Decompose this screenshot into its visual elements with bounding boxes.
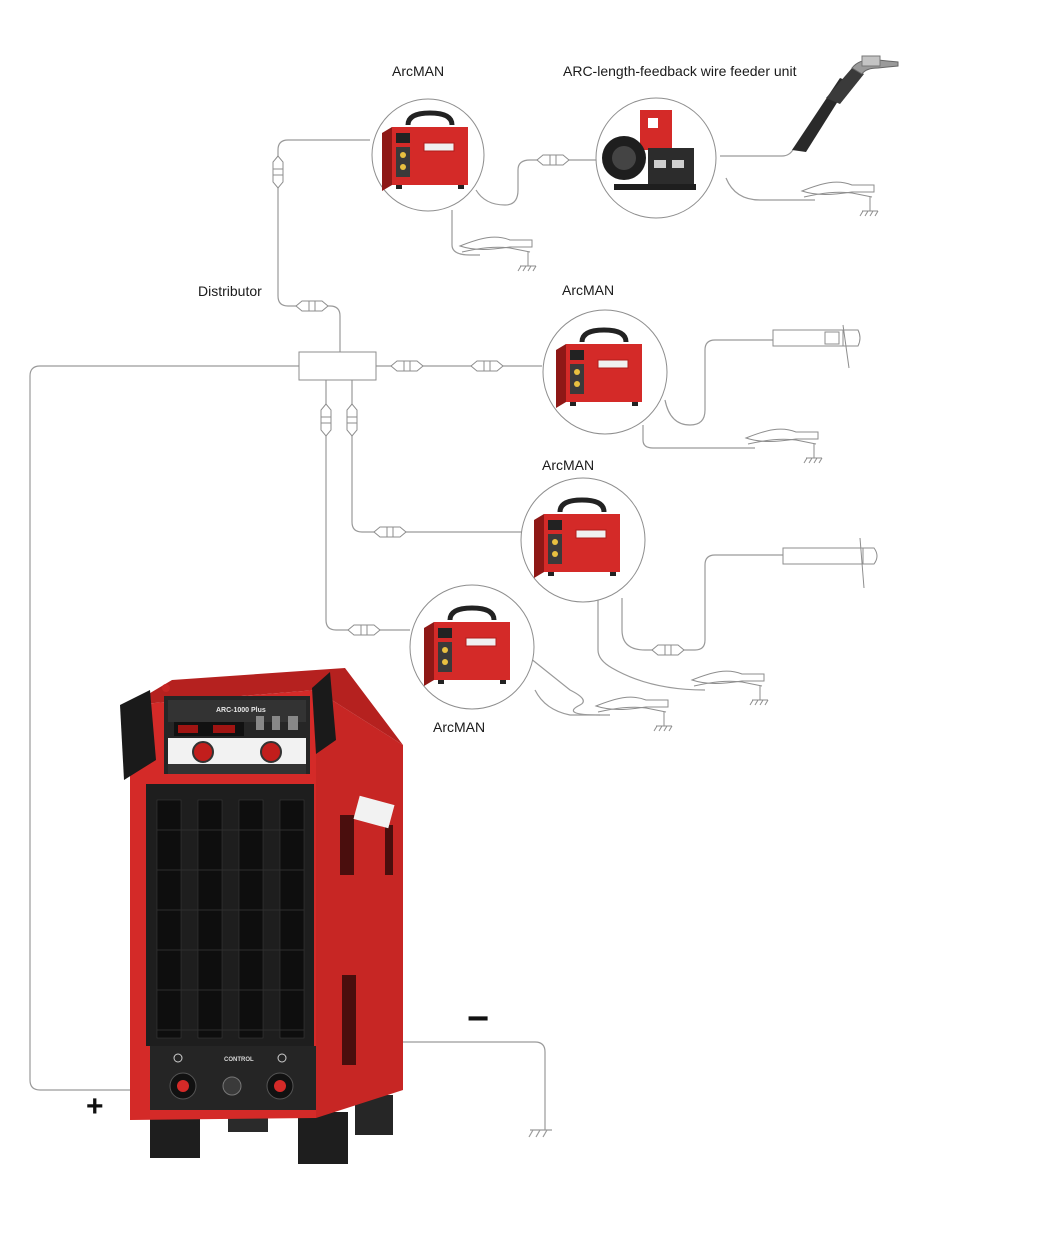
mig-torch-icon [792,55,899,152]
earth-clamp [595,696,673,732]
arcman-right-unit [542,309,668,435]
plus-sign: + [86,1090,104,1123]
minus-sign: − [467,998,490,1040]
electrode-holder [782,537,878,589]
cable-network [29,139,815,1138]
arc-1000-plus-machine: ARC-1000 Plus CONTROL [120,668,403,1164]
wire-feeder-unit [595,97,717,219]
machine-model-label: ARC-1000 Plus [216,707,266,714]
earth-clamp [745,428,823,464]
earth-clamp [801,181,879,217]
earth-clamp [459,236,537,272]
arcman-bottom-unit [409,584,535,710]
earth-clamp [691,670,769,706]
control-label: CONTROL [224,1057,254,1063]
arcman-right-label: ArcMAN [562,282,615,298]
arcman-top-unit [371,98,485,212]
arcman-bottom-label: ArcMAN [433,719,486,735]
wire-feeder-label: ARC-length-feedback wire feeder unit [563,63,797,79]
distributor-label: Distributor [198,283,262,299]
electrode-holder [772,324,861,369]
arcman-top-label: ArcMAN [392,63,445,79]
distributor-box [298,351,377,381]
arcman-mid-label: ArcMAN [542,457,595,473]
arcman-mid-unit [520,477,646,603]
